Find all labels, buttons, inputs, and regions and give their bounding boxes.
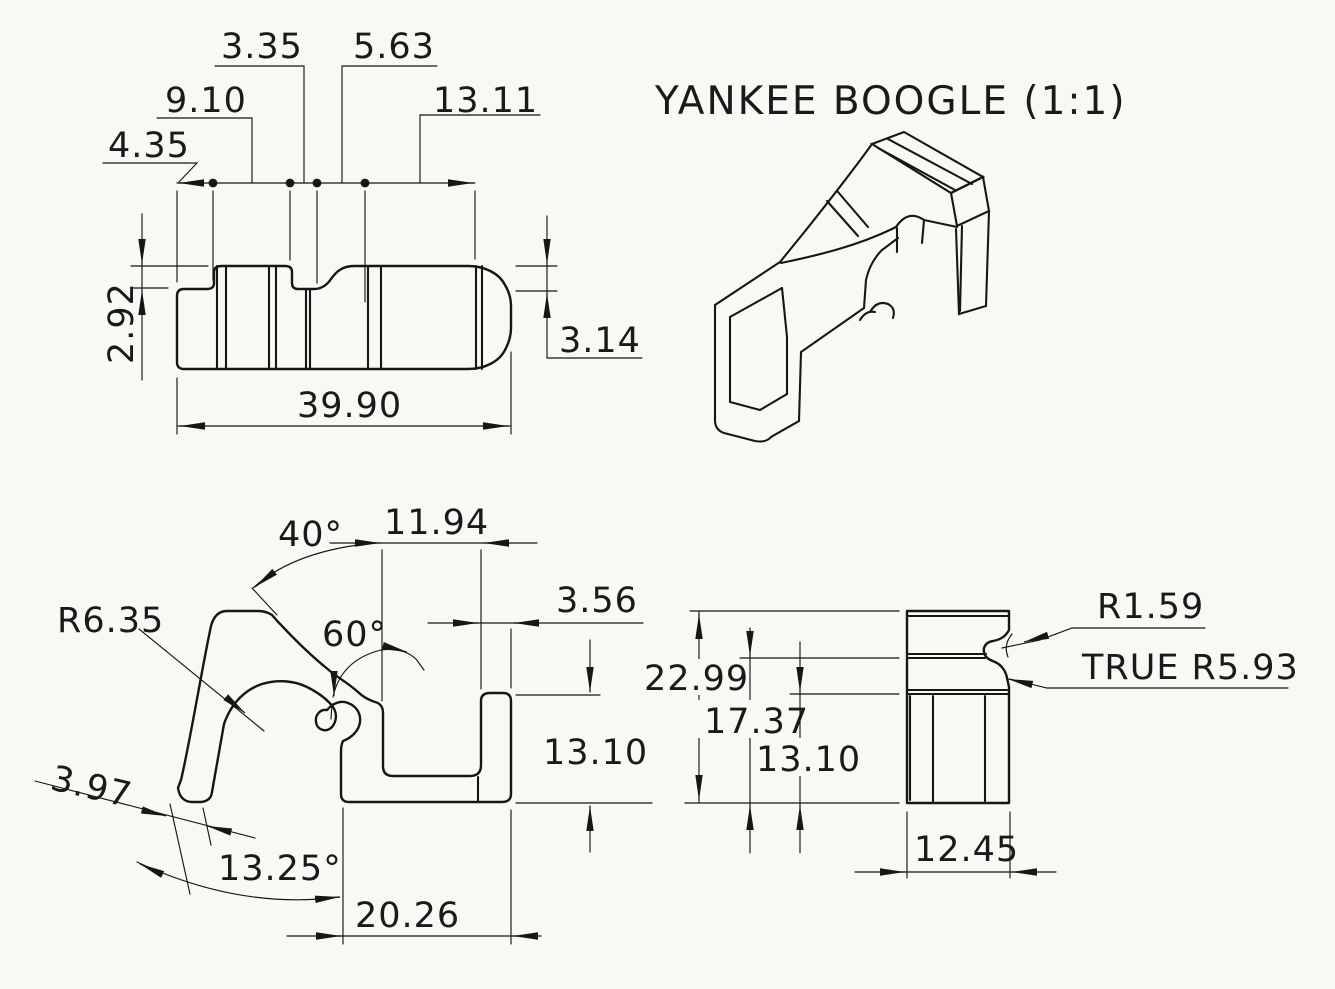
profile-wall-thickness-dim: 3.56 bbox=[427, 581, 644, 689]
dim-true-r5-93: TRUE R5.93 bbox=[1081, 648, 1299, 688]
profile-view: 40° 11.94 3.56 R6.35 bbox=[34, 503, 653, 945]
dim-13-10-side: 13.10 bbox=[756, 740, 861, 780]
side-width-dim: 12.45 bbox=[854, 811, 1057, 879]
dim-3-14: 3.14 bbox=[559, 321, 641, 361]
dim-13-10-profile: 13.10 bbox=[543, 733, 648, 773]
dim-9-10: 9.10 bbox=[165, 81, 247, 121]
profile-view-outline bbox=[176, 609, 513, 804]
dim-22-99: 22.99 bbox=[644, 659, 749, 699]
dim-17-37: 17.37 bbox=[704, 702, 809, 742]
profile-slot-width-dim: 11.94 bbox=[329, 503, 538, 702]
dim-r1-59: R1.59 bbox=[1097, 587, 1204, 627]
profile-wall-height-dim: 13.10 bbox=[515, 639, 653, 853]
isometric-wireframe bbox=[713, 130, 991, 443]
front-width-dimension: 39.90 bbox=[176, 351, 512, 435]
front-chain-dimension: 4.35 9.10 3.35 5.63 13.11 bbox=[102, 27, 541, 303]
isometric-view: YANKEE BOOGLE (1:1) bbox=[654, 79, 1127, 443]
side-view-outline bbox=[905, 609, 1011, 805]
front-view-groove-lines bbox=[215, 264, 484, 371]
front-view-outline bbox=[175, 264, 513, 371]
dim-3-35: 3.35 bbox=[221, 27, 303, 67]
dim-13-25deg: 13.25° bbox=[218, 849, 342, 889]
dim-60deg: 60° bbox=[322, 615, 387, 655]
profile-arm-angle-dim: 13.25° bbox=[136, 849, 342, 903]
dim-11-94: 11.94 bbox=[384, 503, 489, 543]
side-upper-height-dim: 17.37 bbox=[698, 627, 809, 854]
side-view: 22.99 17.37 13.10 12.45 bbox=[641, 587, 1299, 879]
view-title: YANKEE BOOGLE (1:1) bbox=[654, 79, 1127, 124]
dim-5-63: 5.63 bbox=[353, 27, 435, 67]
dim-r6-35: R6.35 bbox=[57, 601, 164, 641]
dim-39-90: 39.90 bbox=[297, 386, 402, 426]
dim-40deg: 40° bbox=[278, 515, 343, 555]
profile-hook-angle-dim: 60° bbox=[322, 615, 425, 720]
dim-2-92: 2.92 bbox=[102, 282, 142, 364]
front-cap-dimension: 3.14 bbox=[515, 215, 643, 361]
side-lower-height-dim: 13.10 bbox=[751, 641, 861, 854]
dim-3-97: 3.97 bbox=[47, 759, 136, 816]
front-step-dimension: 2.92 bbox=[102, 213, 209, 381]
dim-20-26: 20.26 bbox=[355, 896, 460, 936]
profile-radius-dim: R6.35 bbox=[57, 601, 265, 732]
front-view: 4.35 9.10 3.35 5.63 13.11 2.92 3.14 bbox=[102, 27, 643, 435]
profile-bend-angle-dim: 40° bbox=[251, 515, 377, 616]
side-view-feature-lines bbox=[905, 614, 1011, 805]
profile-base-width-dim: 20.26 bbox=[286, 807, 542, 945]
dim-12-45: 12.45 bbox=[914, 830, 1019, 870]
side-total-height-dim: 22.99 bbox=[641, 610, 753, 804]
dim-13-11: 13.11 bbox=[433, 81, 538, 121]
dim-4-35: 4.35 bbox=[108, 126, 190, 166]
side-notch-radius-dim: R1.59 bbox=[1001, 587, 1206, 658]
side-true-radius-dim: TRUE R5.93 bbox=[1007, 648, 1299, 689]
dim-3-56: 3.56 bbox=[556, 581, 638, 621]
